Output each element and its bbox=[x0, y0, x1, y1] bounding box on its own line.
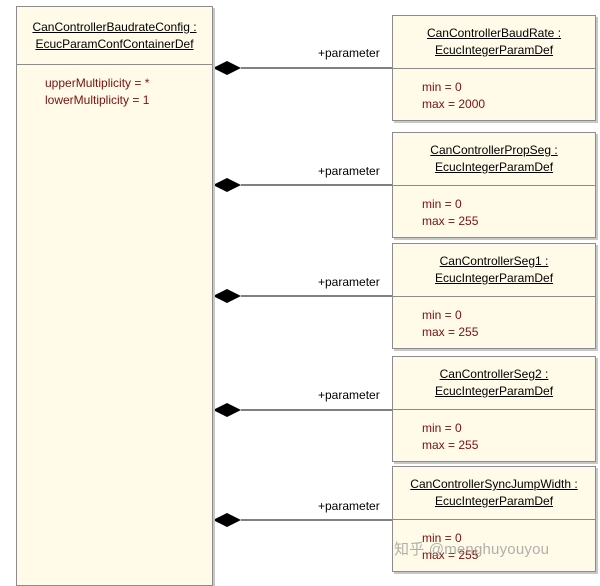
param-class-type: EcucIntegerParamDef bbox=[434, 160, 554, 174]
composition-diamond-3 bbox=[213, 289, 241, 303]
role-label-parameter: +parameter bbox=[318, 499, 380, 513]
param-class-type: EcucIntegerParamDef bbox=[434, 494, 554, 508]
param-class-attributes: min = 0 max = 255 bbox=[393, 186, 595, 230]
param-class-seg2[interactable]: CanControllerSeg2 : EcucIntegerParamDef … bbox=[392, 356, 596, 462]
container-class-header: CanControllerBaudrateConfig : EcucParamC… bbox=[17, 7, 212, 65]
param-class-type: EcucIntegerParamDef bbox=[434, 43, 554, 57]
container-class-type: EcucParamConfContainerDef bbox=[35, 36, 194, 51]
attribute-min: min = 0 bbox=[422, 197, 462, 211]
attribute-min: min = 0 bbox=[422, 531, 462, 545]
watermark-text: 知乎 @menghuyouyou bbox=[394, 541, 550, 558]
param-class-name: CanControllerPropSeg : bbox=[430, 143, 558, 157]
param-class-syncjumpwidth[interactable]: CanControllerSyncJumpWidth : EcucInteger… bbox=[392, 466, 596, 572]
composition-diamond-2 bbox=[213, 178, 241, 192]
param-class-attributes: min = 0 max = 255 bbox=[393, 520, 595, 564]
param-class-attributes: min = 0 max = 255 bbox=[393, 410, 595, 454]
attribute-max: max = 2000 bbox=[422, 97, 486, 111]
param-class-seg1[interactable]: CanControllerSeg1 : EcucIntegerParamDef … bbox=[392, 243, 596, 349]
role-label-parameter: +parameter bbox=[318, 164, 380, 178]
param-class-name: CanControllerSeg1 : bbox=[439, 254, 549, 268]
attribute-lower-multiplicity: lowerMultiplicity = 1 bbox=[45, 93, 150, 107]
param-class-name: CanControllerSyncJumpWidth : bbox=[410, 477, 578, 491]
composition-diamond-4 bbox=[213, 403, 241, 417]
attribute-min: min = 0 bbox=[422, 80, 462, 94]
param-class-attributes: min = 0 max = 255 bbox=[393, 297, 595, 341]
attribute-max: max = 255 bbox=[422, 214, 479, 228]
container-class-name: CanControllerBaudrateConfig : bbox=[32, 19, 197, 34]
role-label-parameter: +parameter bbox=[318, 275, 380, 289]
attribute-upper-multiplicity: upperMultiplicity = * bbox=[45, 76, 150, 90]
param-class-header: CanControllerSeg1 : EcucIntegerParamDef bbox=[393, 244, 595, 297]
composition-diamond-5 bbox=[213, 513, 241, 527]
param-class-name: CanControllerBaudRate : bbox=[426, 26, 562, 40]
param-class-type: EcucIntegerParamDef bbox=[434, 384, 554, 398]
param-class-header: CanControllerSeg2 : EcucIntegerParamDef bbox=[393, 357, 595, 410]
container-class-attributes: upperMultiplicity = * lowerMultiplicity … bbox=[17, 65, 212, 109]
param-class-type: EcucIntegerParamDef bbox=[434, 271, 554, 285]
param-class-header: CanControllerSyncJumpWidth : EcucInteger… bbox=[393, 467, 595, 520]
param-class-baudrate[interactable]: CanControllerBaudRate : EcucIntegerParam… bbox=[392, 15, 596, 121]
role-label-parameter: +parameter bbox=[318, 388, 380, 402]
attribute-max: max = 255 bbox=[422, 548, 479, 562]
param-class-header: CanControllerPropSeg : EcucIntegerParamD… bbox=[393, 133, 595, 186]
role-label-parameter: +parameter bbox=[318, 46, 380, 60]
param-class-attributes: min = 0 max = 2000 bbox=[393, 69, 595, 113]
attribute-min: min = 0 bbox=[422, 421, 462, 435]
attribute-min: min = 0 bbox=[422, 308, 462, 322]
composition-diamond-1 bbox=[213, 61, 241, 75]
param-class-propseg[interactable]: CanControllerPropSeg : EcucIntegerParamD… bbox=[392, 132, 596, 238]
attribute-max: max = 255 bbox=[422, 325, 479, 339]
attribute-max: max = 255 bbox=[422, 438, 479, 452]
param-class-name: CanControllerSeg2 : bbox=[439, 367, 549, 381]
param-class-header: CanControllerBaudRate : EcucIntegerParam… bbox=[393, 16, 595, 69]
container-class-box[interactable]: CanControllerBaudrateConfig : EcucParamC… bbox=[16, 6, 213, 586]
